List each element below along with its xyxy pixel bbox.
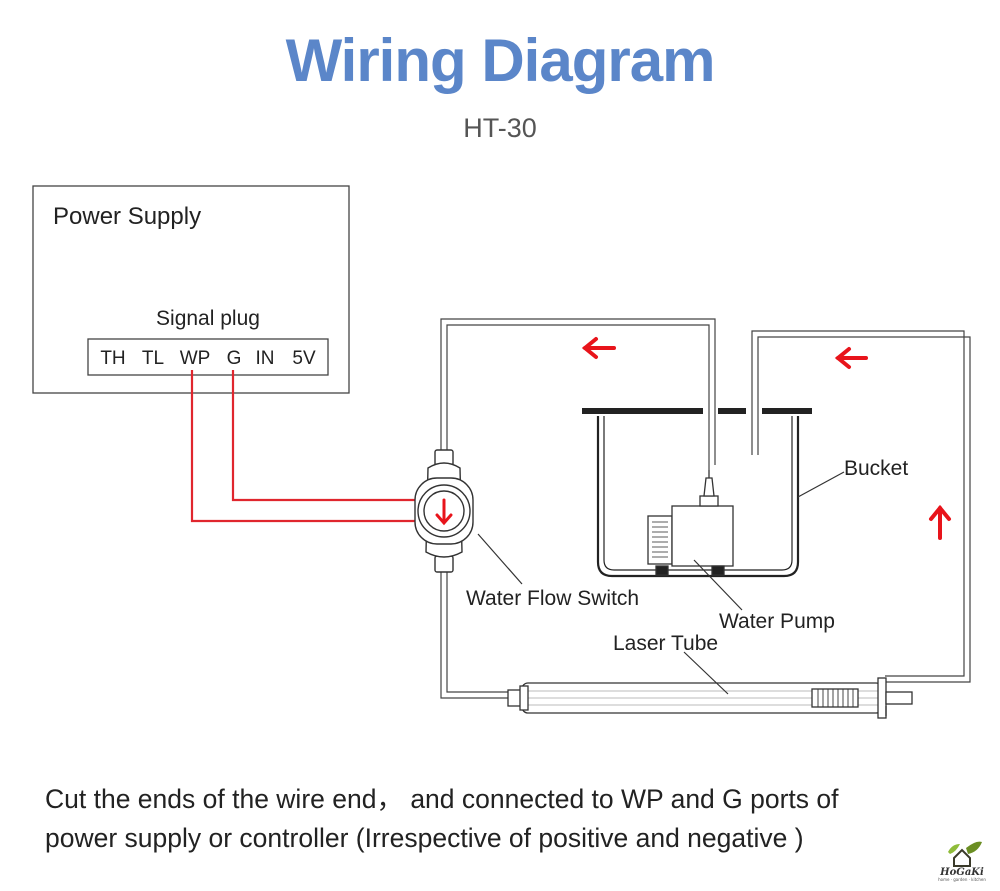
arrow-left-icon [581, 337, 616, 359]
port-5v: 5V [292, 348, 316, 369]
water-flow-switch [414, 449, 474, 573]
signal-plug-ports: TH TL WP G IN 5V [100, 348, 316, 369]
water-pipe [440, 318, 971, 699]
model-subtitle: HT-30 [463, 113, 537, 143]
brand-logo: HoGaKi home · garden · kitchen [938, 841, 986, 882]
signal-wires [190, 370, 420, 523]
instruction-line-2: power supply or controller (Irrespective… [45, 823, 804, 853]
bucket-label: Bucket [844, 457, 908, 480]
water-flow-switch-label: Water Flow Switch [466, 587, 639, 610]
power-supply-label: Power Supply [53, 203, 201, 230]
g-wire [231, 370, 420, 502]
page-title: Wiring Diagram [285, 27, 716, 94]
signal-plug-box [87, 338, 329, 376]
bucket [582, 408, 812, 578]
flow-arrows [581, 337, 951, 540]
water-pump-label: Water Pump [719, 610, 835, 633]
brand-logo-tagline: home · garden · kitchen [938, 877, 986, 882]
port-g: G [227, 348, 242, 369]
leader-lines [477, 471, 845, 695]
port-tl: TL [142, 348, 164, 369]
arrow-left-icon [834, 347, 868, 369]
brand-logo-name: HoGaKi [939, 867, 984, 878]
port-wp: WP [180, 348, 211, 369]
instruction-line-1: Cut the ends of the wire end， and connec… [45, 784, 839, 814]
arrow-up-icon [929, 504, 951, 540]
laser-tube-label: Laser Tube [613, 632, 718, 655]
wp-wire [190, 370, 420, 523]
instruction-text: Cut the ends of the wire end， and connec… [45, 780, 945, 858]
laser-tube [507, 677, 913, 719]
signal-plug-label: Signal plug [156, 307, 260, 330]
arrow-down-icon [435, 498, 453, 526]
port-in: IN [256, 348, 275, 369]
leaf-house-icon [948, 841, 982, 867]
water-pump [647, 470, 734, 576]
port-th: TH [100, 348, 125, 369]
